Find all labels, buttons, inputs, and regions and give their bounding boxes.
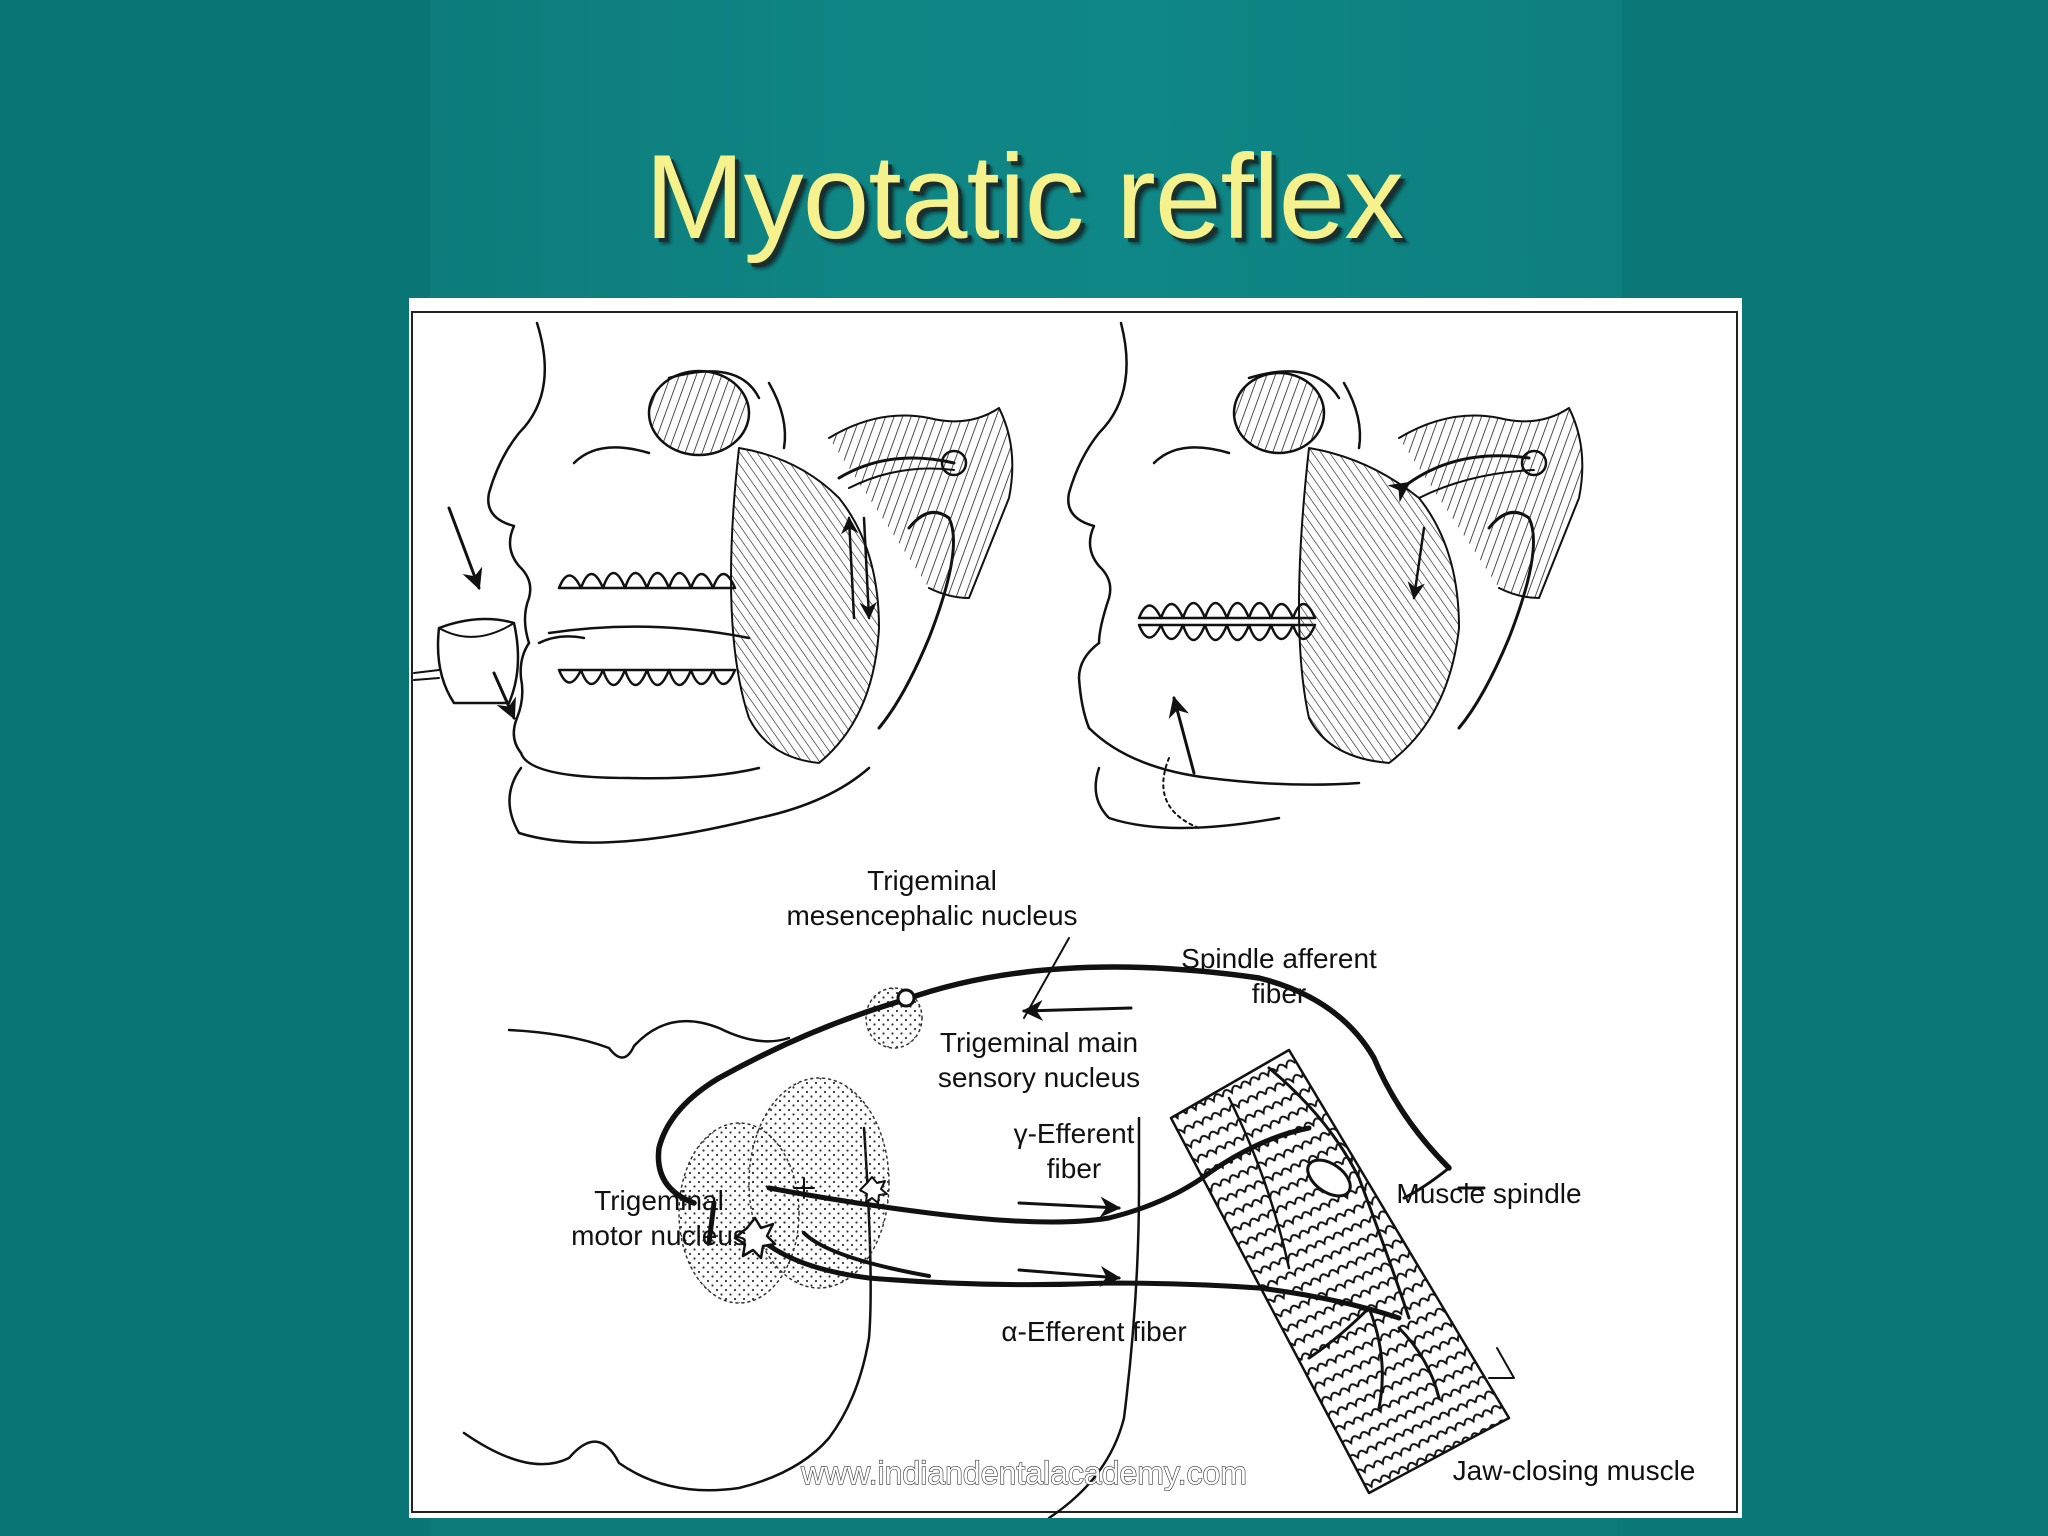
label-muscle-spindle: Muscle spindle (1396, 1178, 1581, 1209)
label-mesencephalic-line2: mesencephalic nucleus (786, 900, 1077, 931)
label-spindle-afferent-line1: Spindle afferent (1181, 943, 1377, 974)
reflex-illustration: Trigeminal mesencephalic nucleus Spindle… (409, 298, 1742, 1518)
watermark-text: www.indiandentalacademy.com (800, 1455, 1247, 1491)
label-main-sensory-line1: Trigeminal main (940, 1027, 1138, 1058)
label-main-sensory-line2: sensory nucleus (938, 1062, 1140, 1093)
reflex-diagram-svg: Trigeminal mesencephalic nucleus Spindle… (411, 311, 1738, 1518)
background-title-glow (430, 0, 1622, 300)
diagram-labels: Trigeminal mesencephalic nucleus Spindle… (571, 865, 1696, 1492)
label-gamma-efferent-line2: fiber (1047, 1153, 1101, 1184)
label-mesencephalic-line1: Trigeminal (867, 865, 997, 896)
label-alpha-efferent: α-Efferent fiber (1001, 1316, 1186, 1347)
figure-frame (411, 311, 1738, 1513)
label-jaw-closing-muscle: Jaw-closing muscle (1453, 1455, 1696, 1486)
label-gamma-efferent-line1: γ-Efferent (1014, 1118, 1135, 1149)
label-spindle-afferent-line2: fiber (1252, 978, 1306, 1009)
label-motor-nucleus-line1: Trigeminal (594, 1185, 724, 1216)
background-left-panel (0, 0, 430, 1536)
right-head-drawing (1067, 321, 1584, 830)
label-motor-nucleus-line2: motor nucleus (571, 1220, 747, 1251)
slide-title: Myotatic reflex (644, 130, 1405, 264)
reflex-pathway (462, 937, 1515, 1518)
left-head-drawing (413, 321, 1014, 844)
